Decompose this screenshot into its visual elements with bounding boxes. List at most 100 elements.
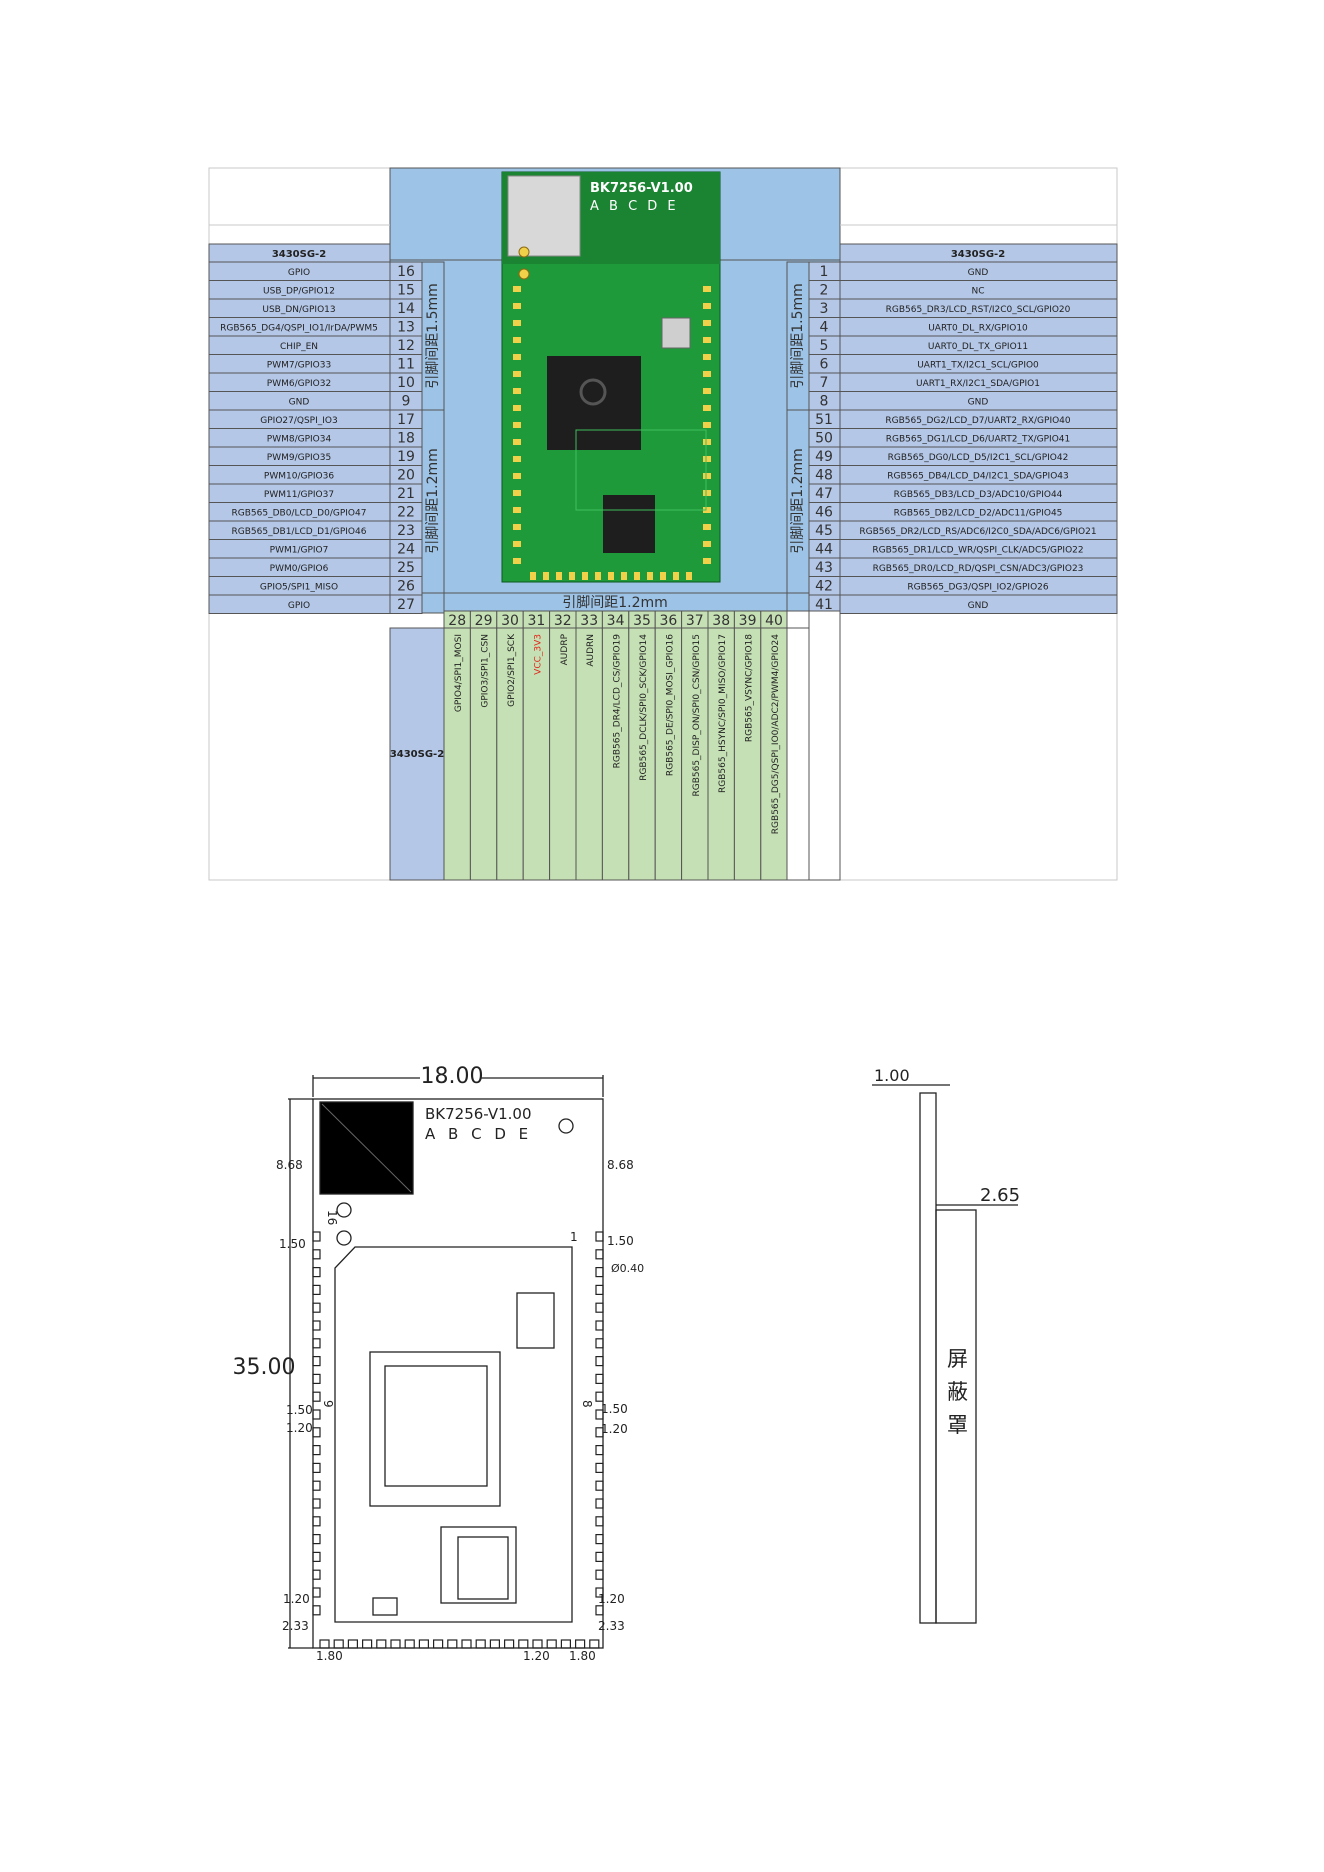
left-pin-name: PWM11/GPIO37 — [264, 490, 334, 500]
right-pin-name: UART1_TX/I2C1_SCL/GPIO0 — [917, 361, 1039, 371]
dim-pitch-left-mid2: 1.20 — [286, 1421, 313, 1435]
bottom-pin-name: RGB565_DG5/QSPI_IO0/ADC2/PWM4/GPIO24 — [771, 634, 781, 834]
right-pin-number: 4 — [820, 320, 829, 336]
module-variants: A B C D E — [590, 199, 679, 214]
dim-pitch-right-upper: 1.50 — [607, 1234, 634, 1248]
left-pin-name: RGB565_DB0/LCD_D0/GPIO47 — [232, 509, 367, 519]
right-pin-name: RGB565_DB2/LCD_D2/ADC11/GPIO45 — [894, 509, 1063, 519]
dim-bottom-right-edge: 1.80 — [569, 1649, 596, 1663]
left-pin-name: USB_DP/GPIO12 — [263, 287, 335, 297]
side-thickness: 1.00 — [874, 1066, 910, 1085]
right-pin-number: 43 — [815, 560, 833, 576]
right-pin-number: 3 — [820, 301, 829, 317]
dim-pitch-left-low: 1.20 — [283, 1592, 310, 1606]
dim-pitch-right-mid2: 1.20 — [601, 1422, 628, 1436]
left-pin-name: PWM9/GPIO35 — [267, 453, 331, 463]
dim-height: 35.00 — [233, 1355, 296, 1380]
module-name: BK7256-V1.00 — [590, 181, 693, 196]
left-pin-name: PWM1/GPIO7 — [270, 546, 329, 556]
dim-edge-left-low: 2.33 — [282, 1619, 309, 1633]
bottom-pin-name: RGB565_VSYNC/GPIO18 — [745, 634, 755, 742]
dim-edge-top-right: 8.68 — [607, 1158, 634, 1172]
bottom-pin-number: 34 — [607, 613, 625, 629]
header-left: 3430SG-2 — [272, 249, 326, 260]
bottom-pin-number: 28 — [448, 613, 466, 629]
bottom-pin-name: GPIO2/SPI1_SCK — [507, 633, 517, 707]
svg-text:屏: 屏 — [947, 1347, 968, 1371]
bottom-pin-number: 36 — [659, 613, 677, 629]
right-pin-name: RGB565_DG1/LCD_D6/UART2_TX/GPIO41 — [886, 435, 1071, 445]
bottom-pin-number: 29 — [475, 613, 493, 629]
left-pin-number: 11 — [397, 357, 415, 373]
right-pin-name: UART1_RX/I2C1_SDA/GPIO1 — [916, 379, 1040, 389]
right-pin-number: 51 — [815, 412, 833, 428]
bottom-pin-name: RGB565_DCLK/SPI0_SCK/GPIO14 — [639, 634, 649, 781]
left-pin-name: GPIO — [288, 601, 310, 611]
left-pin-name: GPIO27/QSPI_IO3 — [260, 416, 337, 426]
right-pin-number: 44 — [815, 542, 833, 558]
right-pin-name: RGB565_DR1/LCD_WR/QSPI_CLK/ADC5/GPIO22 — [872, 546, 1083, 556]
right-pin-number: 42 — [815, 579, 833, 595]
shield-label: 屏 蔽 罩 — [947, 1347, 968, 1437]
pin8-label: 8 — [580, 1400, 594, 1408]
bottom-pin-name: VCC_3V3 — [533, 634, 543, 675]
right-pin-name: RGB565_DR0/LCD_RD/QSPI_CSN/ADC3/GPIO23 — [873, 564, 1084, 574]
right-pin-name: NC — [971, 287, 984, 297]
dim-width: 18.00 — [421, 1064, 484, 1089]
left-pin-number: 18 — [397, 431, 415, 447]
pitch-bottom: 引脚间距1.2mm — [562, 595, 668, 611]
drawing-module-variants: A B C D E — [425, 1125, 532, 1143]
svg-text:蔽: 蔽 — [947, 1380, 968, 1404]
left-pin-number: 24 — [397, 542, 415, 558]
left-pin-number: 23 — [397, 523, 415, 539]
pitch-left-lower: 引脚间距1.2mm — [425, 448, 441, 554]
right-pin-name: UART0_DL_TX_GPIO11 — [928, 342, 1028, 352]
left-pin-name: RGB565_DB1/LCD_D1/GPIO46 — [232, 527, 367, 537]
left-pin-number: 19 — [397, 449, 415, 465]
right-pin-number: 5 — [820, 338, 829, 354]
bottom-pin-number: 37 — [686, 613, 704, 629]
dim-pitch-right-mid: 1.50 — [601, 1402, 628, 1416]
bottom-pin-name: RGB565_DE/SPI0_MOSI_GPIO16 — [665, 634, 675, 776]
left-pin-number: 14 — [397, 301, 415, 317]
dim-bottom-left-edge: 1.80 — [316, 1649, 343, 1663]
right-pin-name: RGB565_DG0/LCD_D5/I2C1_SCL/GPIO42 — [888, 453, 1069, 463]
bottom-pin-number: 31 — [527, 613, 545, 629]
right-pin-name: GND — [968, 601, 989, 611]
bottom-pin-number: 38 — [712, 613, 730, 629]
right-pin-name: GND — [968, 398, 989, 408]
right-pin-name: RGB565_DG3/QSPI_IO2/GPIO26 — [907, 583, 1048, 593]
left-pin-name: PWM7/GPIO33 — [267, 361, 331, 371]
dim-bottom-pitch: 1.20 — [523, 1649, 550, 1663]
drawing-module-name: BK7256-V1.00 — [425, 1105, 532, 1123]
right-pin-number: 46 — [815, 505, 833, 521]
pitch-right-upper: 引脚间距1.5mm — [790, 283, 806, 389]
left-pin-number: 9 — [402, 394, 411, 410]
left-pin-name: PWM6/GPIO32 — [267, 379, 331, 389]
right-pin-name: RGB565_DR3/LCD_RST/I2C0_SCL/GPIO20 — [886, 305, 1071, 315]
right-pin-number: 1 — [820, 264, 829, 280]
side-shield-height: 2.65 — [980, 1185, 1020, 1206]
left-pin-number: 16 — [397, 264, 415, 280]
bottom-pin-number: 35 — [633, 613, 651, 629]
pin9-label: 9 — [321, 1400, 335, 1408]
left-pin-number: 13 — [397, 320, 415, 336]
left-pin-number: 26 — [397, 579, 415, 595]
header-bottom: 3430SG-2 — [390, 749, 444, 760]
bottom-pin-name: RGB565_DISP_ON/SPI0_CSN/GPIO15 — [692, 634, 702, 797]
bottom-pin-name: AUDRP — [560, 633, 570, 665]
bottom-pin-number: 30 — [501, 613, 519, 629]
left-pin-name: CHIP_EN — [280, 342, 318, 352]
bottom-pin-name: GPIO3/SPI1_CSN — [481, 634, 491, 708]
right-pin-number: 49 — [815, 449, 833, 465]
left-pin-number: 12 — [397, 338, 415, 354]
bottom-pin-number: 33 — [580, 613, 598, 629]
left-pin-name: GND — [289, 398, 310, 408]
pitch-left-upper: 引脚间距1.5mm — [425, 283, 441, 389]
left-pin-number: 25 — [397, 560, 415, 576]
right-pin-number: 2 — [820, 283, 829, 299]
right-pin-number: 47 — [815, 486, 833, 502]
bottom-pin-name: AUDRN — [586, 634, 596, 667]
bottom-pin-number: 40 — [765, 613, 783, 629]
right-pin-number: 6 — [820, 357, 829, 373]
